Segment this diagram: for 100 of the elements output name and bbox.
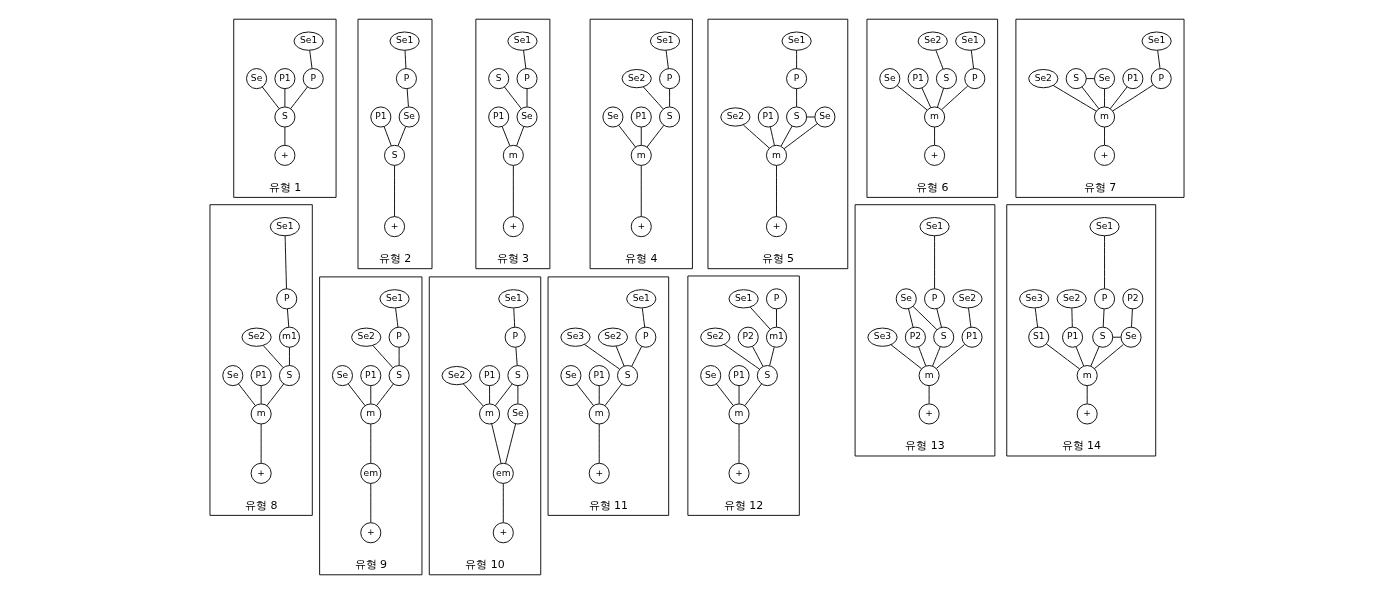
node-ellipse: Se1 — [955, 31, 986, 51]
connector — [896, 85, 928, 111]
node-circle: + — [274, 144, 296, 166]
connector — [406, 88, 409, 108]
node-ellipse: Se1 — [1141, 31, 1172, 51]
node-circle: S — [274, 106, 296, 128]
connector — [890, 344, 922, 370]
node-circle: S1 — [1028, 326, 1050, 348]
node-ellipse: Se2 — [917, 31, 948, 51]
node-circle: P1 — [360, 365, 382, 387]
connector — [395, 307, 399, 328]
node-circle: m — [766, 144, 787, 166]
connector — [738, 423, 740, 464]
connector — [576, 383, 594, 407]
connector — [918, 346, 927, 367]
node-circle: P — [516, 68, 538, 90]
connector — [934, 126, 936, 146]
node-circle: P — [1150, 68, 1172, 90]
node-ellipse: Se2 — [720, 107, 751, 127]
connector — [376, 383, 394, 407]
connector — [1112, 84, 1154, 112]
node-ellipse: Se2 — [441, 366, 472, 386]
connector — [370, 483, 372, 523]
connector — [1094, 344, 1124, 370]
node-circle: S — [388, 365, 410, 387]
node-circle: + — [1094, 144, 1116, 166]
node-circle: S — [786, 106, 808, 128]
node-circle: + — [766, 216, 787, 238]
node-ellipse: Se2 — [597, 327, 628, 347]
node-ellipse: Se2 — [241, 327, 272, 347]
node-circle: P — [302, 68, 324, 90]
node-circle: P1 — [757, 106, 779, 128]
connector — [932, 346, 941, 367]
connector — [642, 86, 664, 110]
connector — [397, 126, 407, 147]
connector — [347, 383, 366, 407]
connector — [290, 86, 308, 110]
connector — [796, 49, 798, 69]
connector — [370, 385, 372, 405]
node-circle: + — [360, 522, 382, 544]
node-circle: P1 — [488, 106, 510, 128]
node-ellipse: Se3 — [560, 327, 591, 347]
node-ellipse: Se1 — [919, 217, 950, 237]
connector — [516, 126, 525, 147]
connector — [776, 165, 777, 217]
node-circle: S — [507, 365, 529, 387]
connector — [1104, 88, 1105, 108]
connector — [646, 124, 665, 148]
node-circle: P1 — [907, 68, 929, 90]
connector — [908, 308, 914, 328]
connector — [769, 346, 775, 367]
node-circle: m1 — [766, 326, 787, 348]
connector — [1112, 336, 1122, 338]
node-ellipse: Se2 — [621, 69, 652, 89]
node-circle: P1 — [961, 326, 983, 348]
connector — [1102, 308, 1105, 328]
node-circle: Se — [895, 288, 917, 310]
connector — [505, 423, 517, 464]
connector — [640, 165, 642, 217]
connector — [1157, 49, 1161, 69]
connector — [1104, 126, 1105, 146]
node-ellipse: Se3 — [867, 327, 898, 347]
connector — [1034, 307, 1039, 328]
node-circle: + — [1076, 403, 1098, 425]
connector — [289, 346, 290, 366]
node-circle: S — [488, 68, 510, 90]
node-ellipse: Se2 — [1028, 69, 1059, 89]
connector — [286, 308, 290, 328]
connector — [776, 308, 777, 328]
node-circle: Se — [507, 403, 529, 425]
node-circle: S — [933, 326, 955, 348]
node-circle: S — [1092, 326, 1114, 348]
node-circle: Se — [331, 365, 353, 387]
node-circle: + — [250, 462, 272, 484]
node-ellipse: Se1 — [269, 217, 300, 237]
connector — [501, 126, 511, 147]
connector — [383, 126, 392, 147]
connector — [928, 385, 930, 405]
node-circle: m1 — [278, 326, 300, 348]
connector — [238, 383, 256, 407]
node-circle: P — [504, 326, 526, 348]
node-circle: P — [786, 68, 808, 90]
connector — [641, 307, 646, 328]
node-ellipse: Se1 — [293, 31, 324, 51]
node-circle: Se — [398, 106, 420, 128]
connector — [491, 423, 502, 464]
node-circle: Se — [246, 68, 268, 90]
connector — [394, 165, 395, 217]
node-circle: P — [659, 68, 681, 90]
node-circle: P2 — [904, 326, 926, 348]
connector — [398, 346, 400, 366]
node-ellipse: Se1 — [781, 31, 812, 51]
connector — [968, 307, 972, 328]
node-circle: m — [502, 144, 524, 166]
node-circle: P — [395, 68, 417, 90]
node-ellipse: Se1 — [728, 289, 759, 309]
node-circle: + — [384, 216, 406, 238]
connector — [262, 345, 284, 368]
connector — [284, 235, 287, 290]
node-ellipse: Se1 — [498, 289, 529, 309]
